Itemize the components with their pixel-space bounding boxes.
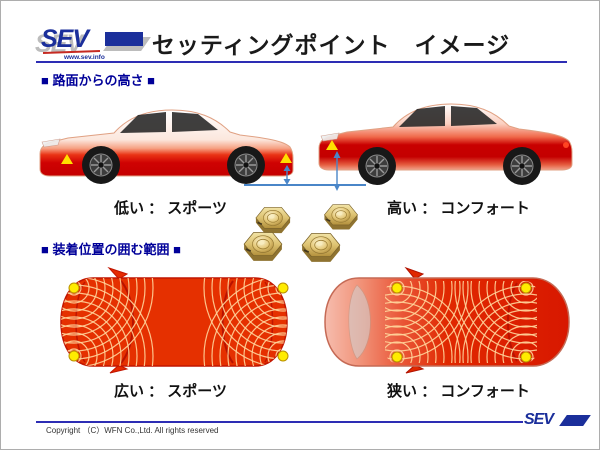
car-side-low-illustration (39, 109, 294, 184)
windshield (399, 106, 445, 127)
rear-wheel (503, 147, 541, 185)
sev-footer-logo: SEV (524, 411, 591, 431)
sev-logo-url: www.sev.info (64, 54, 105, 61)
mirror (107, 266, 129, 280)
setting-point-triangle-icon (280, 153, 292, 163)
front-wheel (82, 146, 120, 184)
caption-narrow-comfort: 狭い ： コンフォート (387, 383, 530, 400)
section-heading-ride-height: ■ 路面からの高さ ■ (41, 73, 155, 88)
wave-pattern-narrow (385, 281, 537, 363)
sev-unit (301, 233, 341, 262)
car-body (324, 277, 570, 367)
windshield (120, 112, 166, 133)
height-arrow-low-icon (283, 165, 291, 185)
sev-logo-swoosh (105, 32, 143, 46)
rear-window (451, 106, 497, 126)
setting-point-triangle-icon (326, 140, 338, 150)
sev-unit-parts-photo (243, 204, 359, 262)
headlight (41, 138, 61, 148)
car-top-wide-illustration (60, 266, 289, 374)
section-heading-mount-range: ■ 装着位置の囲む範囲 ■ (41, 242, 181, 257)
headlight (320, 132, 340, 142)
sev-logo-text: SEV (41, 25, 89, 53)
front-wheel (358, 147, 396, 185)
setting-point-dots (68, 282, 289, 362)
sev-unit (323, 204, 359, 231)
caption-high-comfort: 高い ： コンフォート (387, 200, 530, 217)
height-arrow-high-icon (333, 151, 341, 191)
caption-low-sports: 低い ： スポーツ (113, 200, 228, 217)
sev-logo: SEV SEV www.sev.info (35, 24, 151, 62)
sev-unit (255, 206, 291, 234)
sev-footer-logo-text: SEV (524, 411, 554, 428)
sev-footer-logo-swoosh (559, 415, 591, 426)
footer-divider (36, 421, 523, 423)
mirror (109, 364, 129, 374)
rear-wheel (227, 146, 265, 184)
car-top-narrow-illustration (324, 266, 570, 374)
front-windshield (348, 284, 371, 360)
copyright-text: Copyright （C）WFN Co.,Ltd. All rights res… (46, 426, 219, 435)
sev-unit (243, 232, 283, 262)
page-title: セッティングポイント イメージ (151, 32, 511, 58)
header-divider (36, 61, 567, 63)
rear-window (172, 112, 218, 132)
caption-wide-sports: 広い ： スポーツ (113, 383, 228, 400)
car-side-high-illustration (318, 103, 573, 185)
mirror (404, 266, 425, 280)
mirror (405, 364, 425, 374)
taillight (563, 142, 569, 148)
road-line (244, 184, 366, 186)
setting-point-triangle-icon (61, 154, 73, 164)
setting-point-dots (391, 282, 532, 363)
